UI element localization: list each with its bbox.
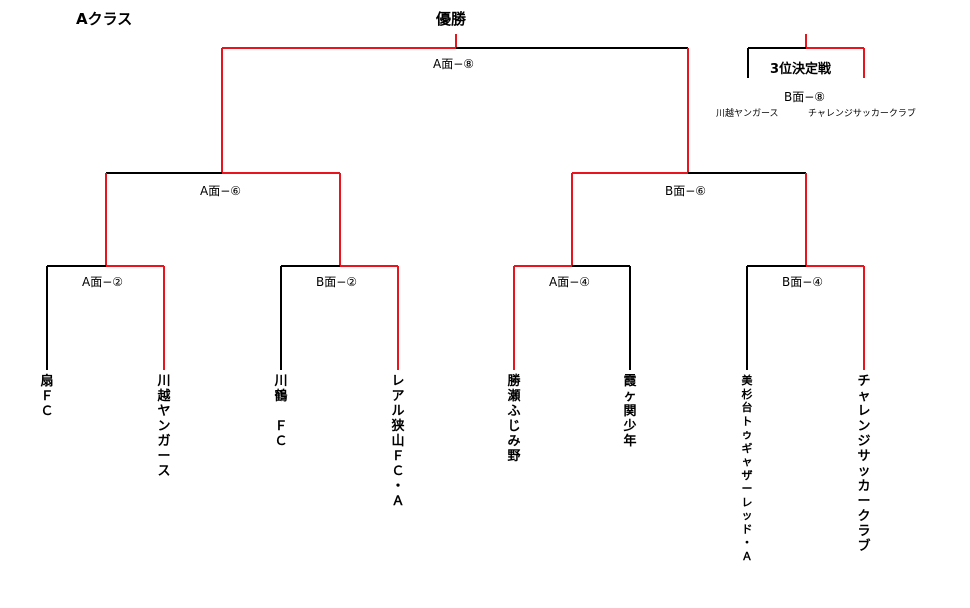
team-name-char: カ bbox=[857, 479, 871, 494]
team-name-char: ン bbox=[157, 419, 171, 434]
team-name-char: ヤ bbox=[157, 404, 171, 419]
team-name-char: 野 bbox=[507, 449, 521, 464]
team-name-char: 台 bbox=[741, 401, 753, 414]
team-name-char: ャ bbox=[741, 455, 753, 468]
team-name: 霞ヶ関少年 bbox=[621, 374, 639, 449]
team-name-char: ア bbox=[391, 389, 405, 404]
team-name-char: ヶ bbox=[623, 389, 637, 404]
match-final: A面−⑧ bbox=[433, 57, 475, 71]
team-name-char: ー bbox=[157, 449, 171, 464]
team-name-char: ザ bbox=[741, 468, 753, 482]
team-name-char: 越 bbox=[157, 389, 171, 404]
match-semi-right: B面−⑥ bbox=[665, 184, 707, 198]
team-name-char: 美 bbox=[741, 374, 753, 387]
team-name-char: ガ bbox=[157, 434, 171, 449]
team-name-char: じ bbox=[507, 419, 521, 434]
team-name-char: Ｃ bbox=[274, 434, 288, 449]
team-name: 勝瀬ふじみ野 bbox=[505, 374, 523, 464]
team-name-char: サ bbox=[857, 449, 871, 464]
team-name-char: ッ bbox=[741, 509, 753, 522]
team-name-char: ギ bbox=[741, 441, 753, 455]
team-name-char: Ｆ bbox=[40, 389, 54, 404]
team-name-char bbox=[272, 404, 290, 419]
match-qf2: B面−② bbox=[316, 275, 358, 289]
team-name-char: ド bbox=[741, 522, 753, 536]
team-name: 川越ヤンガース bbox=[155, 374, 173, 479]
team-name-char: レ bbox=[391, 374, 405, 389]
team-name-char: ジ bbox=[857, 434, 871, 449]
team-name-char: ・ bbox=[741, 536, 753, 549]
match-qf3: A面−④ bbox=[549, 275, 591, 289]
team-name-char: み bbox=[507, 434, 521, 449]
team-name-char: レ bbox=[741, 495, 753, 509]
team-name-char: Ｆ bbox=[274, 419, 288, 434]
final-label: 優勝 bbox=[436, 10, 467, 28]
team-name-char: ー bbox=[741, 482, 753, 495]
team-name: チャレンジサッカークラブ bbox=[855, 374, 873, 554]
team-name-char: 年 bbox=[623, 434, 637, 449]
team-name-char: Ｆ bbox=[391, 449, 405, 464]
match-third-place: B面−⑧ bbox=[784, 90, 826, 104]
match-qf1: A面−② bbox=[82, 275, 124, 289]
team-name-char: 関 bbox=[623, 404, 637, 419]
team-name-char: 瀬 bbox=[507, 389, 521, 404]
team-name-char: 扇 bbox=[40, 374, 54, 389]
team-name-char: ク bbox=[857, 509, 871, 524]
team-name-char: 山 bbox=[391, 434, 405, 449]
team-name-char: 川 bbox=[157, 374, 171, 389]
third-place-label: 3位決定戦 bbox=[770, 62, 832, 77]
third-place-team-2: チャレンジサッカークラブ bbox=[808, 109, 916, 119]
team-name-char: 霞 bbox=[623, 374, 637, 389]
match-semi-left: A面−⑥ bbox=[200, 184, 242, 198]
team-name-char: ト bbox=[741, 414, 753, 428]
team-name: 美杉台トゥギャザーレッド・Ａ bbox=[738, 374, 756, 563]
team-name-char: 狭 bbox=[391, 419, 405, 434]
class-label: Aクラス bbox=[76, 10, 133, 28]
team-name-char: 鶴 bbox=[274, 389, 288, 404]
team-name-char: Ｃ bbox=[391, 464, 405, 479]
team-name-char: Ａ bbox=[741, 549, 753, 563]
team-name-char: レ bbox=[857, 404, 871, 419]
team-name-char: Ａ bbox=[391, 494, 405, 509]
match-qf4: B面−④ bbox=[782, 275, 824, 289]
team-name-char: Ｃ bbox=[40, 404, 54, 419]
team-name-char: ゥ bbox=[741, 428, 753, 441]
team-name-char: ふ bbox=[507, 404, 521, 419]
team-name-char: ブ bbox=[857, 539, 871, 554]
team-name-char: ン bbox=[857, 419, 871, 434]
third-place-team-1: 川越ヤンガース bbox=[716, 109, 779, 119]
team-name-char: ル bbox=[391, 404, 405, 419]
team-name-char: ッ bbox=[857, 464, 871, 479]
team-name-char: ・ bbox=[391, 479, 405, 494]
team-name-char: ラ bbox=[857, 524, 871, 539]
team-name-char: ー bbox=[857, 494, 871, 509]
team-name-char: 勝 bbox=[507, 374, 521, 389]
team-name-char: 少 bbox=[623, 419, 637, 434]
team-name-char: 川 bbox=[274, 374, 288, 389]
team-name-char: チ bbox=[857, 374, 871, 389]
team-name-char: 杉 bbox=[741, 387, 753, 401]
team-name-char: ス bbox=[157, 464, 171, 479]
team-name-char: ャ bbox=[857, 389, 871, 404]
